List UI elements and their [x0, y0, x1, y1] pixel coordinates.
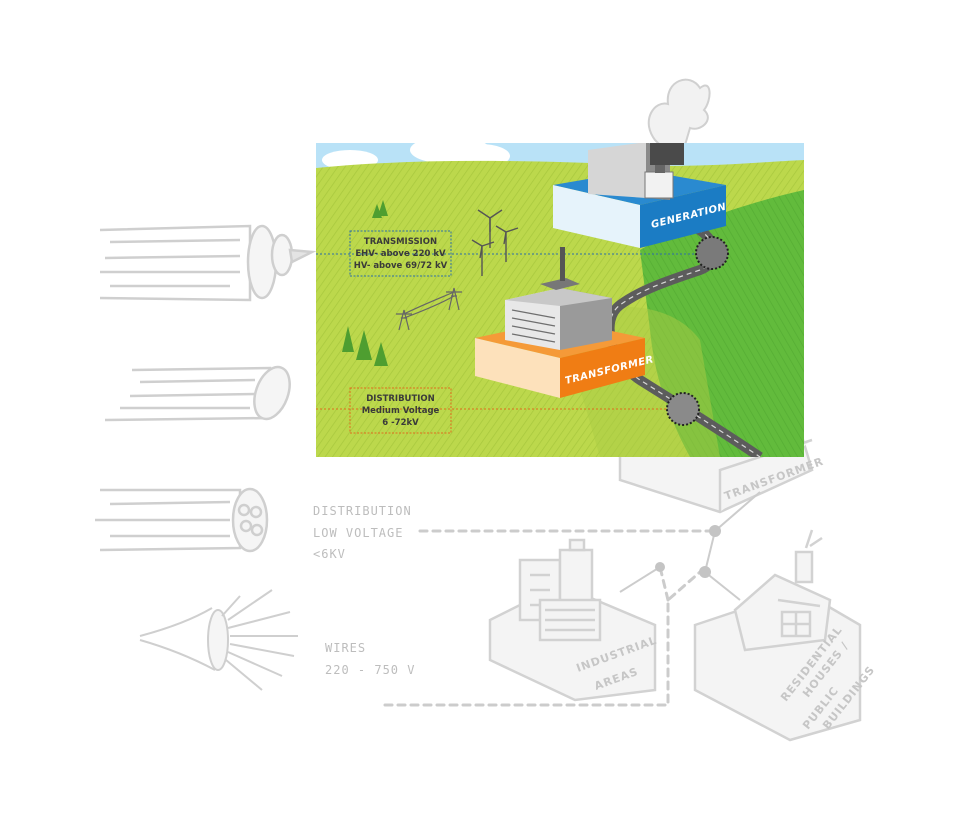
transmission-title: TRANSMISSION [364, 237, 437, 247]
cable-sketch-medium [104, 365, 291, 422]
low-voltage-dashed-lines [383, 529, 717, 707]
pine-trees [342, 200, 388, 366]
industrial-sketch [488, 538, 657, 702]
distribution-low-line1: DISTRIBUTION [313, 504, 412, 518]
distribution-cable-section [666, 392, 700, 426]
residential-sketch [693, 529, 862, 742]
distribution-low-line2: LOW VOLTAGE [313, 526, 403, 540]
transmission-hv: HV- above 69/72 kV [354, 261, 448, 271]
distribution-range: 6 -72kV [382, 418, 419, 428]
sketch-junction-dots [655, 525, 721, 578]
transmission-ehv: EHV- above 220 kV [355, 249, 446, 259]
cable-road-marking [609, 224, 761, 457]
transformer-building [475, 247, 645, 398]
landscape-panel: GENERATION TRANSFORMER TRANSMISSION EHV-… [316, 143, 804, 457]
transmission-cable-section [695, 236, 729, 270]
generation-building [553, 143, 726, 248]
wind-turbines [471, 209, 519, 276]
distribution-info-box: DISTRIBUTION Medium Voltage 6 -72kV [349, 387, 452, 434]
wire-sketch [139, 589, 298, 691]
wires-line1: WIRES [325, 641, 366, 655]
transmission-info-box: TRANSMISSION EHV- above 220 kV HV- above… [349, 230, 452, 277]
distribution-medium: Medium Voltage [362, 406, 440, 416]
cable-sketch-low [95, 487, 269, 553]
smoke-sketch [647, 78, 711, 146]
sketch-connector-lines [619, 491, 761, 601]
wires-line2: 220 - 750 V [325, 663, 415, 677]
power-pylons [396, 287, 462, 331]
distribution-title: DISTRIBUTION [366, 394, 435, 404]
cable-sketch-ehv [99, 224, 317, 302]
distribution-low-line3: <6KV [313, 547, 346, 561]
